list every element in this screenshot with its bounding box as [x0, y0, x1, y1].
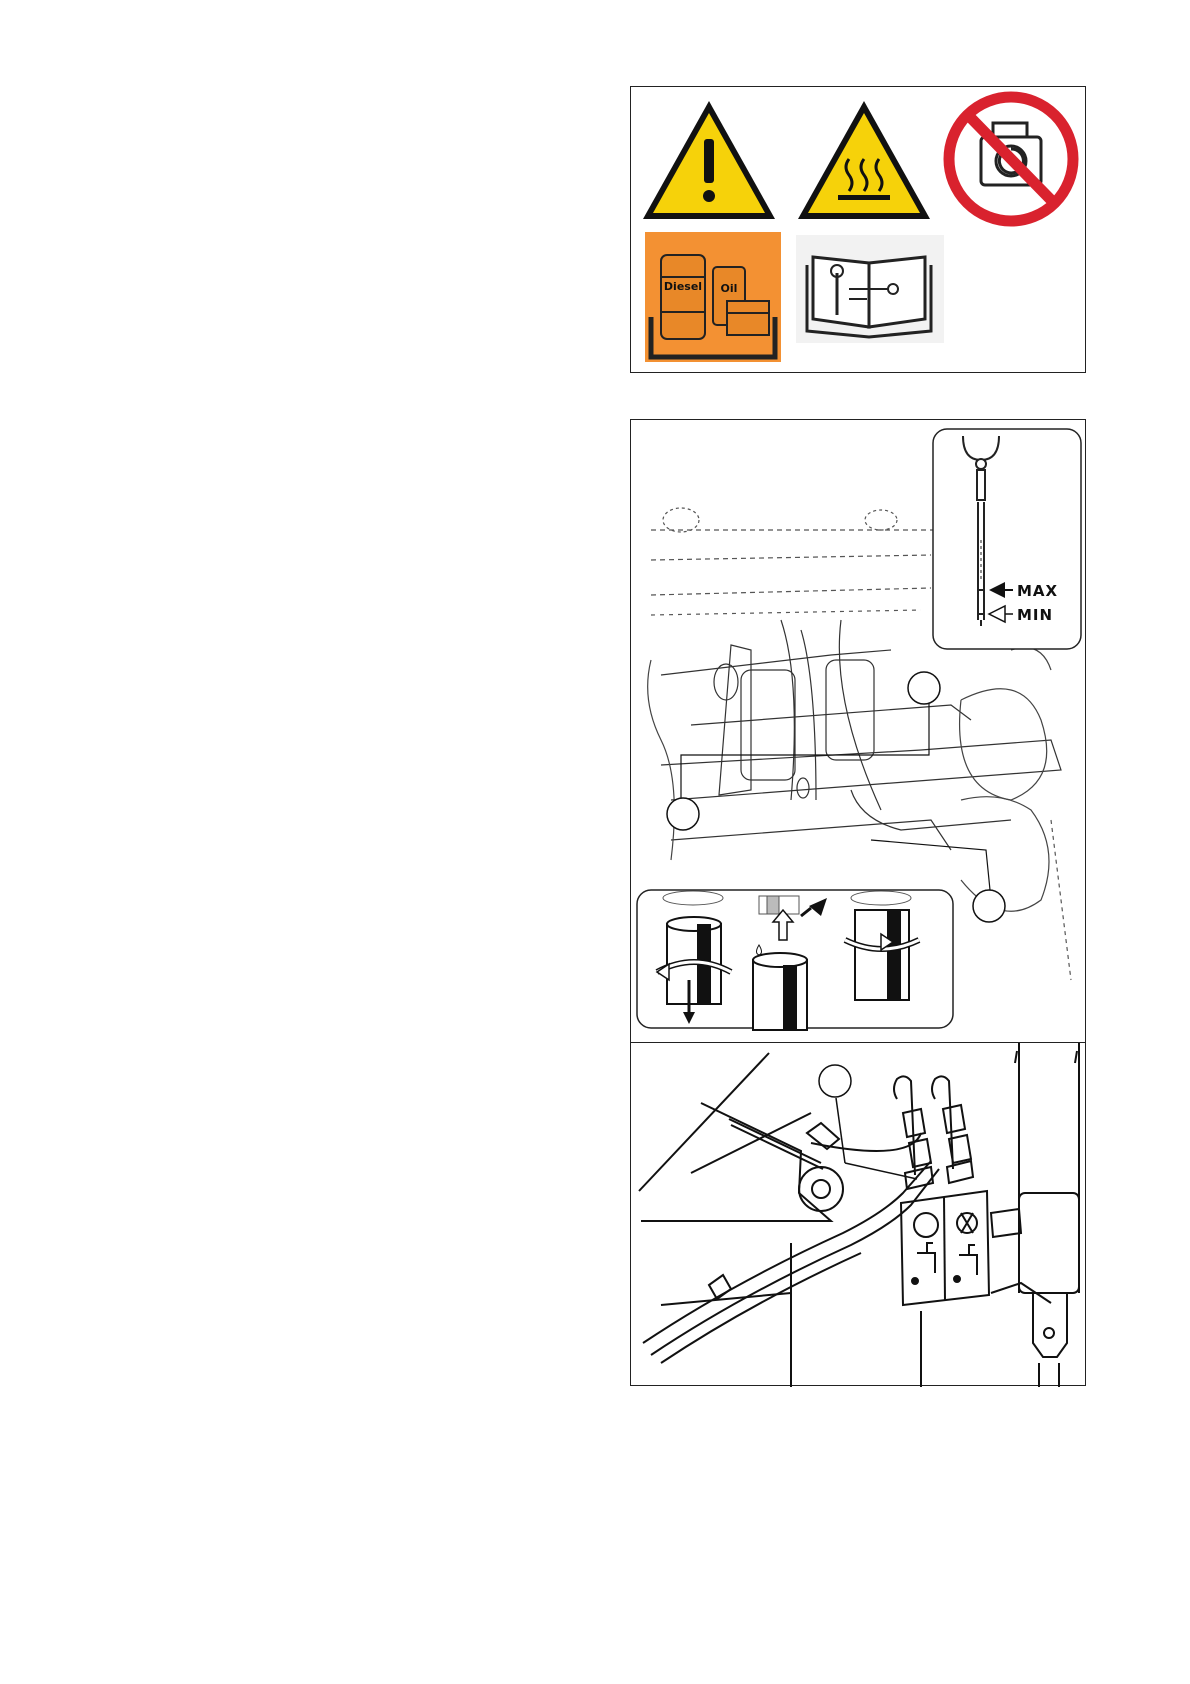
hot-surface-warning-icon [798, 101, 930, 219]
callout-leader [845, 1163, 917, 1179]
dipstick-min-label: MIN [1017, 606, 1053, 624]
dipstick-max-label: MAX [1017, 582, 1058, 600]
oil-can-label: Oil [721, 282, 738, 295]
no-engine-running-icon [945, 93, 1077, 225]
engine-oil-illustration-panel: MAX MIN [630, 419, 1086, 1043]
safety-icons-panel: Diesel Oil [630, 86, 1086, 373]
callout-leaders [681, 700, 991, 900]
callout-circle [819, 1065, 851, 1097]
callout-leader [836, 1098, 845, 1163]
callout-circle [973, 890, 1005, 922]
coupling-drawing [639, 1043, 1079, 1387]
callout-circle [908, 672, 940, 704]
consult-manual-icon [796, 235, 944, 343]
callout-circle [667, 798, 699, 830]
hydraulic-coupling-illustration-panel [630, 1042, 1086, 1386]
warning-exclamation-icon [643, 101, 775, 219]
dipstick-inset: MAX MIN [933, 429, 1081, 649]
filter-change-inset [637, 890, 953, 1030]
environmental-disposal-icon: Diesel Oil [645, 232, 781, 362]
diesel-drum-label: Diesel [664, 280, 702, 293]
